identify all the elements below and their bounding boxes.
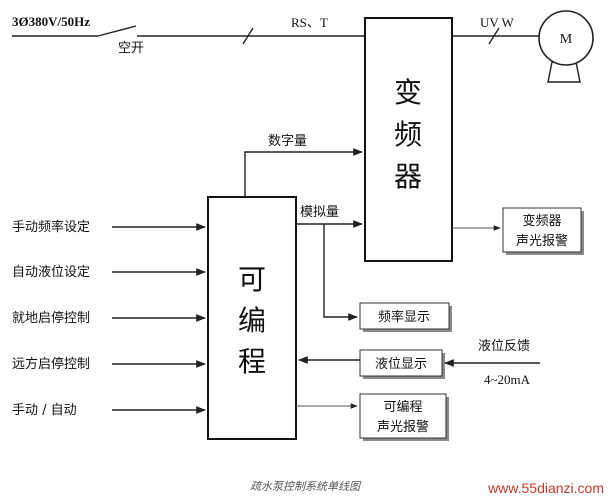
input-label-3: 就地启停控制 [12, 310, 90, 326]
vfd-char-2: 频 [394, 118, 422, 151]
three-phase-slash [242, 27, 254, 45]
breaker-switch [97, 25, 137, 37]
rst-label: RS、T [291, 15, 328, 30]
input-label-2: 自动液位设定 [12, 265, 90, 280]
motor-label: M [560, 32, 573, 47]
plc-box [207, 196, 297, 440]
freq-display-label: 频率显示 [378, 309, 430, 325]
diagram-caption: 疏水泵控制系统单线图 [250, 480, 362, 493]
level-feedback-label: 液位反馈 [478, 339, 530, 354]
watermark: www.55dianzi.com [487, 480, 604, 496]
input-2: 自动液位设定 [12, 265, 206, 280]
digital-signal-line [244, 148, 363, 197]
vfd-alarm-line-1: 变频器 [522, 213, 561, 229]
vfd-box [364, 17, 453, 262]
plc-alarm-box [359, 393, 447, 439]
input-5: 手动 / 自动 [12, 403, 206, 418]
plc-alarm-line-1: 可编程 [383, 400, 422, 415]
current-range-label: 4~20mA [484, 372, 531, 387]
vfd-alarm-line-2: 声光报警 [516, 233, 568, 249]
plc-char-3: 程 [238, 345, 266, 378]
plc-char-1: 可 [238, 263, 266, 296]
input-1: 手动频率设定 [12, 219, 206, 235]
input-3: 就地启停控制 [12, 310, 206, 326]
digital-label: 数字量 [268, 134, 307, 149]
plc-alarm-line-2: 声光报警 [377, 419, 429, 435]
input-label-4: 远方启停控制 [12, 356, 90, 372]
plc-char-2: 编 [238, 304, 266, 337]
input-label-5: 手动 / 自动 [12, 403, 77, 418]
vfd-char-3: 器 [394, 160, 422, 193]
freq-display-line [323, 224, 358, 321]
freq-display-box [359, 302, 450, 330]
vfd-char-1: 变 [394, 76, 422, 109]
breaker-label: 空开 [118, 41, 144, 56]
level-display-label: 液位显示 [375, 357, 427, 372]
input-label-1: 手动频率设定 [12, 219, 90, 235]
level-display-box [359, 349, 443, 377]
power-supply-label: 3Ø380V/50Hz [12, 14, 90, 29]
vfd-alarm-box [502, 207, 582, 253]
output-slash [488, 27, 500, 45]
motor-icon [538, 10, 594, 83]
analog-label: 模拟量 [300, 205, 339, 220]
uvw-label: UV W [480, 15, 515, 30]
input-4: 远方启停控制 [12, 356, 206, 372]
